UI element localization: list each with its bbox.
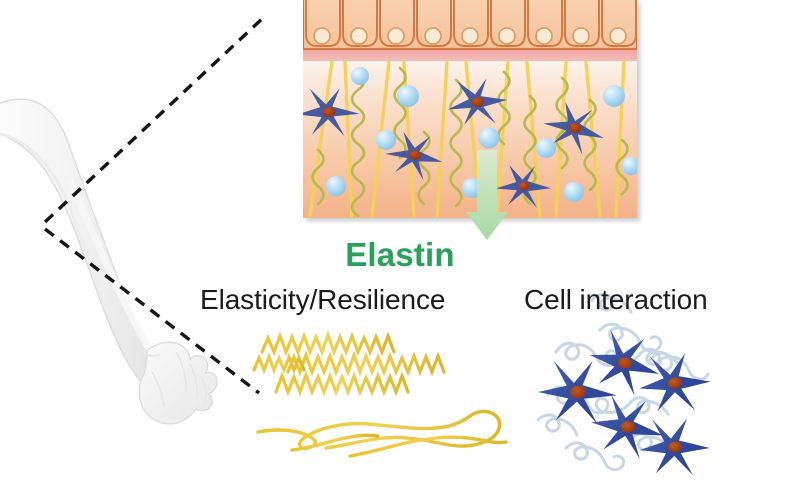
fibroblast-cells (303, 78, 604, 208)
elastin-label: Elastin (345, 236, 455, 273)
wrist-line (140, 351, 161, 357)
cell-interaction-label: Cell interaction (524, 284, 708, 315)
hand-shape (138, 341, 218, 425)
hand-finger-lines (151, 351, 207, 407)
coiled-elastin-fibers (252, 330, 446, 397)
elasticity-resilience-label: Elasticity/Resilience (200, 284, 446, 315)
relaxed-elastin-fibers (256, 409, 508, 458)
basement-membrane (303, 48, 637, 61)
arm-inner-shade (0, 132, 102, 289)
forearm-highlight (66, 178, 156, 356)
epidermal-cells (305, 0, 637, 47)
callout-lower (43, 227, 261, 395)
collagen-fibers (308, 61, 626, 218)
callout-upper (43, 15, 266, 224)
epidermal-nuclei (313, 27, 627, 45)
elastin-pointer-arrow (466, 150, 508, 240)
fibroblast-cells (537, 329, 711, 476)
